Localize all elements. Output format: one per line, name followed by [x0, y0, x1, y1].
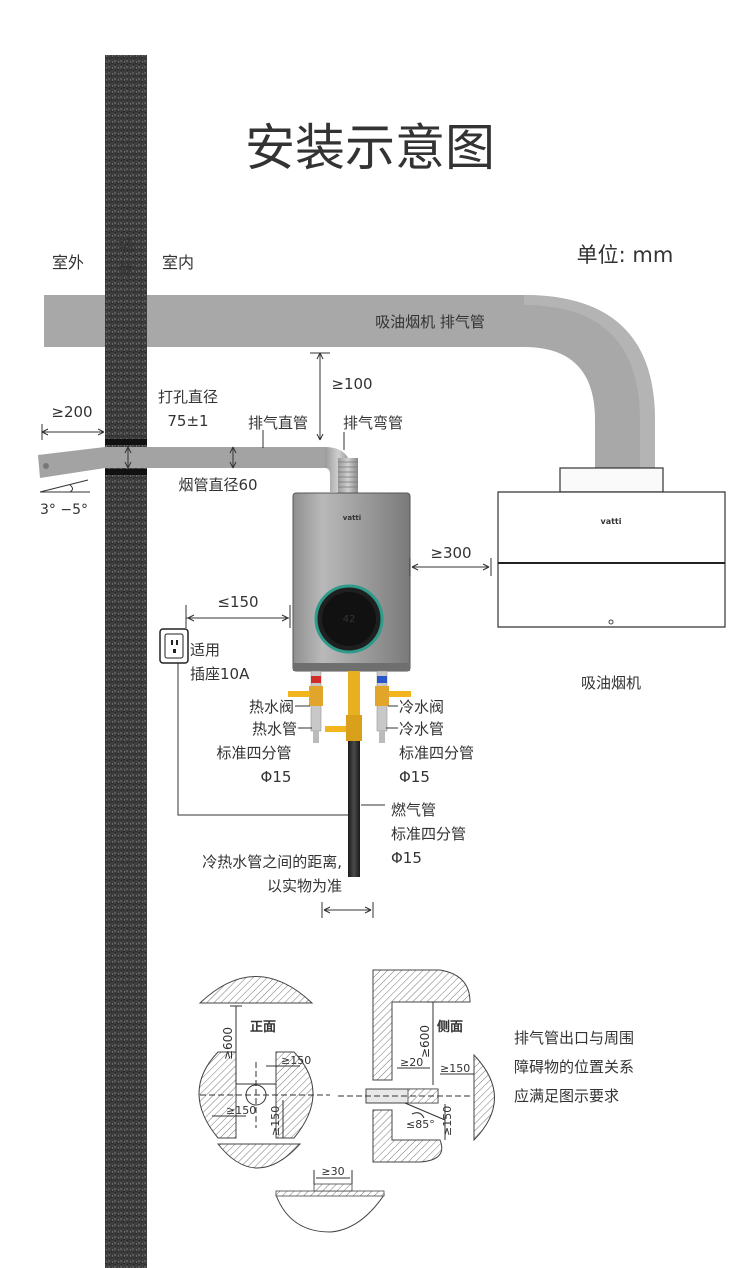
socket-distance-dim: ≤150	[217, 593, 258, 611]
cold-water-assembly	[375, 670, 411, 743]
side-view-label: 侧面	[437, 1019, 463, 1035]
pipe-distance-dim	[321, 902, 374, 918]
heater-brand-logo: vatti	[343, 514, 361, 522]
note-line-3: 应满足图示要求	[514, 1087, 619, 1105]
indoor-label: 室内	[162, 253, 194, 272]
pipe-distance-note-2: 以实物为准	[267, 877, 342, 895]
gas-pipe	[325, 671, 362, 877]
power-socket	[159, 605, 354, 816]
range-hood: vatti	[497, 467, 726, 628]
front-dim-150-left: ≥150	[226, 1104, 256, 1117]
pipe-leader-lines	[295, 705, 398, 806]
socket-label-1: 适用	[190, 641, 220, 659]
drill-dia-label-2: 75±1	[167, 412, 208, 430]
page-title: 安装示意图	[245, 119, 495, 177]
display-readout: 42	[343, 614, 356, 625]
drill-dia-label-1: 打孔直径	[158, 388, 218, 406]
gas-pipe-label: 燃气管	[391, 801, 436, 819]
note-line-2: 障碍物的位置关系	[514, 1058, 634, 1076]
hot-pipe-label: 热水管	[252, 720, 297, 738]
hood-brand-logo: vatti	[600, 517, 621, 526]
hot-valve-label: 热水阀	[249, 698, 294, 716]
outdoor-label: 室外	[52, 253, 84, 272]
cold-std-label: 标准四分管	[399, 744, 474, 762]
front-dim-150-top: ≥150	[281, 1054, 311, 1067]
cold-phi-label: Φ15	[399, 768, 430, 786]
pipe-distance-note-1: 冷热水管之间的距离,	[202, 853, 342, 871]
gas-std-label: 标准四分管	[391, 825, 466, 843]
side-view-diagram: 侧面 ≥600 ≥20 ≥150 ≤85° ≥150	[338, 969, 495, 1163]
side-dim-150-right: ≥150	[440, 1062, 470, 1075]
cold-valve-label: 冷水阀	[399, 698, 444, 716]
front-dim-600: ≥600	[221, 1027, 235, 1060]
slope-dim: 3° −5°	[40, 502, 88, 518]
front-dim-150-bottom: ≥150	[269, 1106, 282, 1136]
outdoor-extend-dim: ≥200	[51, 403, 92, 421]
cold-pipe-label: 冷水管	[399, 720, 444, 738]
water-heater: 42 vatti	[292, 492, 411, 672]
flue-dia-label: 烟管直径60	[178, 476, 257, 494]
side-clearance-dim: ≥300	[430, 544, 471, 562]
flue-pipe	[38, 439, 358, 494]
top-clearance-dim: ≥100	[331, 375, 372, 393]
hot-water-assembly	[288, 670, 323, 743]
hot-phi-label: Φ15	[261, 768, 292, 786]
ceiling-detail: ≥30	[275, 1165, 385, 1233]
hot-std-label: 标准四分管	[216, 744, 291, 762]
hood-label: 吸油烟机	[581, 674, 641, 692]
flue-dimensions	[39, 352, 345, 493]
wall	[105, 55, 147, 1268]
wall-label-2: 体	[118, 261, 134, 280]
side-dim-20: ≥20	[400, 1056, 423, 1069]
hood-exhaust-pipe-label: 吸油烟机 排气管	[375, 313, 485, 331]
side-dim-600: ≥600	[418, 1025, 432, 1058]
side-clearance	[409, 558, 492, 576]
front-view-diagram: 正面 ≥600 ≥150 ≥150 ≥150	[198, 976, 330, 1169]
note-line-1: 排气管出口与周围	[514, 1029, 634, 1047]
detail-dim-30: ≥30	[321, 1165, 344, 1178]
wall-label-1: 墙	[118, 236, 134, 255]
side-dim-85: ≤85°	[406, 1118, 435, 1131]
straight-pipe-label: 排气直管	[248, 414, 308, 432]
gas-phi-label: Φ15	[391, 849, 422, 867]
side-dim-150-bottom: ≥150	[441, 1106, 454, 1136]
front-view-label: 正面	[250, 1020, 276, 1035]
unit-label: 单位: mm	[577, 243, 674, 267]
socket-label-2: 插座10A	[190, 665, 250, 683]
elbow-pipe-label: 排气弯管	[343, 414, 403, 432]
